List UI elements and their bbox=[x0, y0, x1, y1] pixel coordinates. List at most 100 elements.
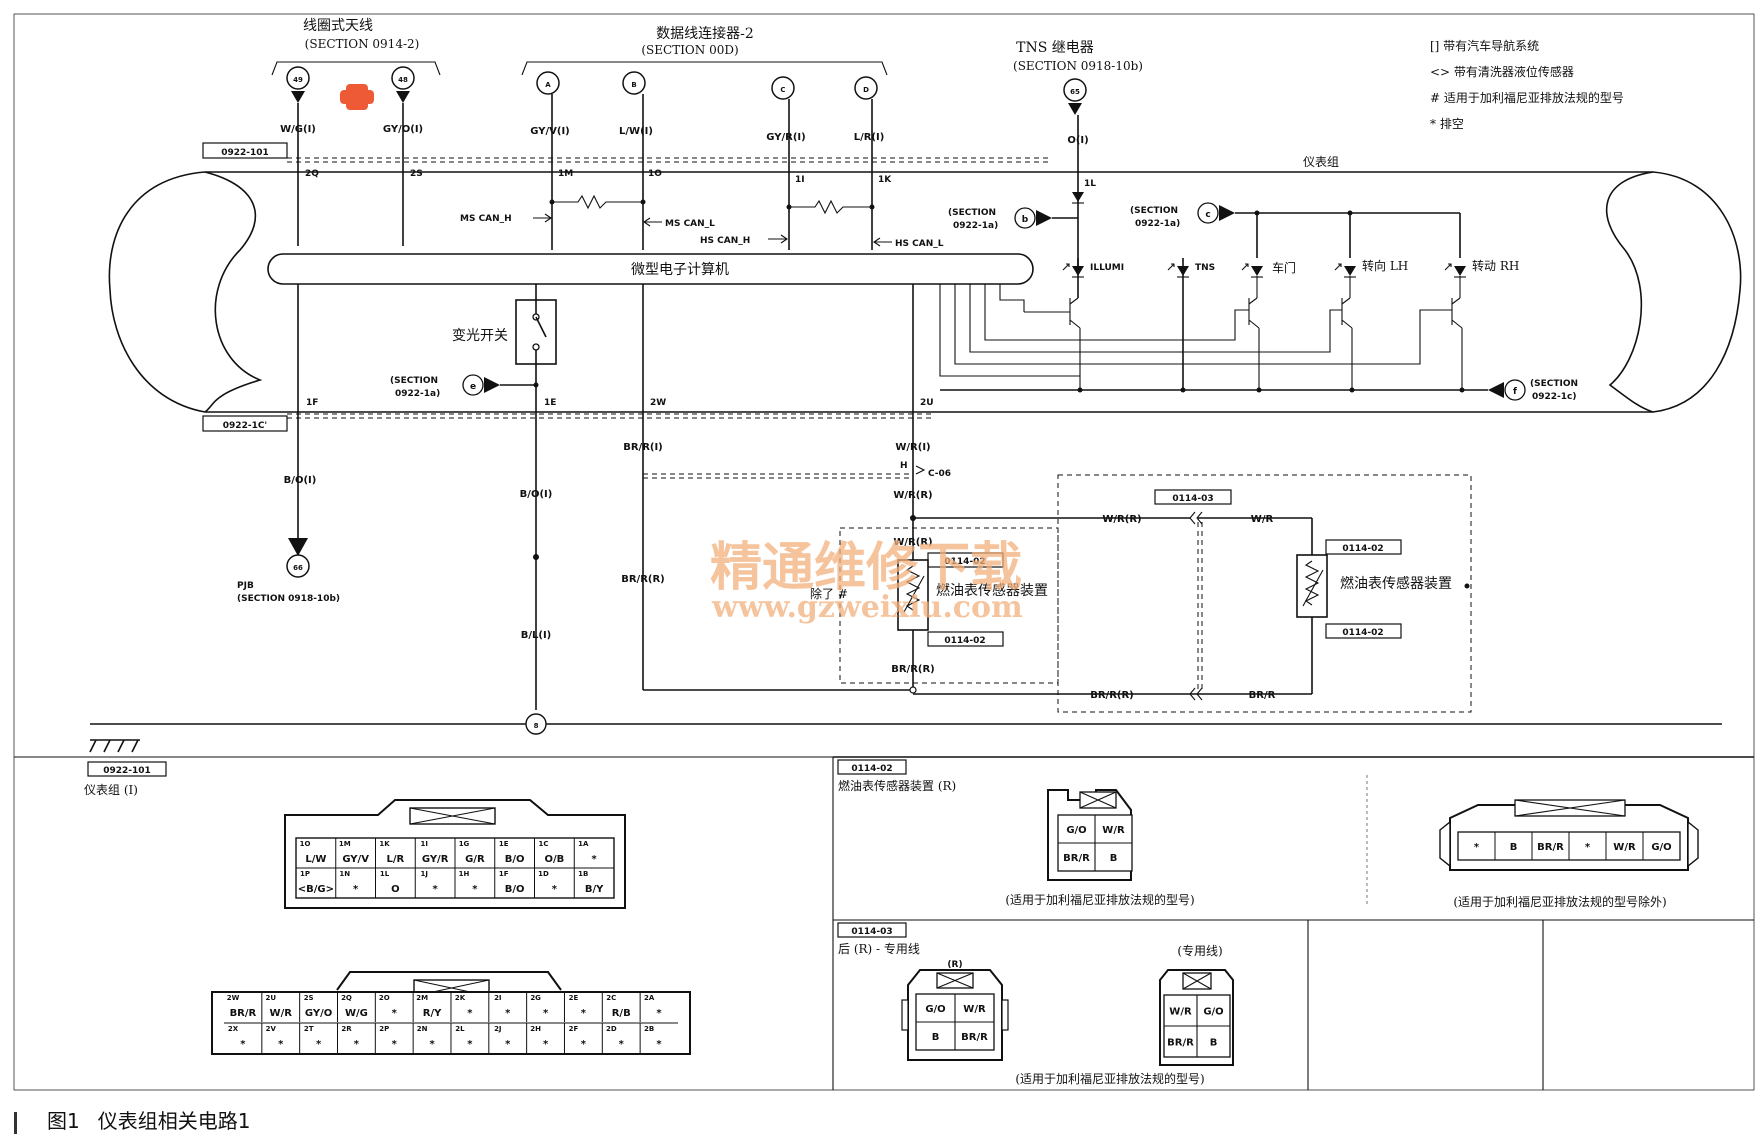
pin-signal: BR/R bbox=[1537, 842, 1564, 853]
pin-signal: G/O bbox=[1203, 1007, 1223, 1018]
pin-number: 2P bbox=[379, 1025, 389, 1033]
section-b-text1: (SECTION bbox=[948, 208, 996, 218]
pin-number: 2O bbox=[379, 994, 390, 1002]
caption-title: 仪表组相关电路1 bbox=[97, 1109, 251, 1133]
term-2u: 2U bbox=[920, 398, 934, 408]
section-f-circle bbox=[1504, 379, 1526, 401]
section-b-letter: b bbox=[1022, 215, 1029, 225]
term-2q: 2Q bbox=[305, 169, 319, 179]
dimmer-switch-label: 变光开关 bbox=[452, 328, 508, 344]
control-lines bbox=[939, 284, 1452, 377]
dlc-bracket bbox=[521, 61, 888, 76]
note-washer: <> 带有清洗器液位传感器 bbox=[1430, 64, 1574, 79]
pin-66 bbox=[286, 554, 310, 578]
pin-signal: * bbox=[1474, 842, 1480, 853]
pin-number: 1O bbox=[300, 840, 311, 848]
pin-number: 2W bbox=[227, 994, 240, 1002]
fuel-sender-right-label: 燃油表传感器装置 bbox=[1340, 575, 1452, 592]
dlc-section: (SECTION 00D) bbox=[641, 43, 738, 57]
dlc-pin-b: B bbox=[622, 71, 646, 95]
note-nav: [] 带有汽车导航系统 bbox=[1430, 38, 1539, 53]
watermark-cn: 精通维修下载 bbox=[710, 537, 1022, 598]
pin-number: 2C bbox=[606, 994, 616, 1002]
tns-section: (SECTION 0918-10b) bbox=[1013, 59, 1143, 73]
pin-number: 2H bbox=[530, 1025, 541, 1033]
pin-66-number: 66 bbox=[293, 564, 303, 572]
term-1e: 1E bbox=[544, 398, 556, 408]
pin-number: 2N bbox=[417, 1025, 428, 1033]
lamp-illumi-label: ILLUMI bbox=[1090, 263, 1124, 273]
pin-signal: GY/V bbox=[342, 854, 369, 865]
pin-signal: * bbox=[392, 1008, 398, 1019]
connector-0114-02-d: 0114-02 bbox=[1342, 628, 1383, 638]
pin-signal: GY/O bbox=[305, 1008, 332, 1019]
pin-number: 1A bbox=[578, 840, 589, 848]
pin-number: 2E bbox=[569, 994, 579, 1002]
term-1f: 1F bbox=[306, 398, 318, 408]
section-c-circle bbox=[1197, 202, 1219, 224]
pin-number: 2A bbox=[644, 994, 655, 1002]
section-e-circle bbox=[462, 374, 484, 396]
panel-rear-name: 后 (R) - 专用线 bbox=[838, 941, 920, 956]
connector-0114-02-ca-drawing bbox=[1047, 789, 1133, 881]
pjb-section: (SECTION 0918-10b) bbox=[237, 594, 340, 604]
pin-signal: * bbox=[278, 1039, 284, 1050]
section-f-text2: 0922-1c) bbox=[1532, 392, 1577, 402]
connector-0114-03-special-drawing bbox=[1159, 969, 1234, 1066]
pin-number: 2S bbox=[304, 994, 314, 1002]
pin-number: 1D bbox=[538, 870, 549, 878]
connector-0114-02-b: 0114-02 bbox=[944, 636, 985, 646]
lamp-turn-rh: 转动 RH bbox=[1444, 258, 1519, 278]
pin-signal: * bbox=[1585, 842, 1591, 853]
panel-fuel-code: 0114-02 bbox=[851, 764, 892, 774]
pin-signal: * bbox=[581, 1039, 587, 1050]
pin-number: 1E bbox=[499, 840, 509, 848]
dlc-title: 数据线连接器-2 bbox=[656, 25, 754, 42]
dlc-pin-c: C bbox=[771, 76, 795, 100]
section-c-text2: 0922-1a) bbox=[1135, 219, 1180, 229]
antenna-pin-a-number: 49 bbox=[293, 76, 303, 84]
wire-wr1: W/R(I) bbox=[895, 442, 930, 453]
label-c06: C-06 bbox=[928, 469, 951, 479]
label-ms-can-l: MS CAN_L bbox=[665, 219, 715, 229]
pin-number: 2V bbox=[266, 1025, 277, 1033]
wire-brr1: BR/R(I) bbox=[623, 442, 663, 453]
wire-lw: L/W(I) bbox=[619, 126, 653, 137]
pin-signal: * bbox=[656, 1039, 662, 1050]
pin-signal: B bbox=[1210, 1038, 1218, 1049]
pin-number: 1F bbox=[499, 870, 509, 878]
pin-signal: * bbox=[316, 1039, 322, 1050]
pin-number: 1J bbox=[421, 870, 428, 878]
pin-number: 2M bbox=[416, 994, 428, 1002]
pin-number: 2X bbox=[228, 1025, 239, 1033]
pin-signal: B/Y bbox=[585, 884, 604, 895]
microcomputer-label: 微型电子计算机 bbox=[631, 262, 729, 278]
dlc-pin-c-letter: C bbox=[780, 86, 785, 94]
section-e-text1: (SECTION bbox=[390, 376, 438, 386]
pin-signal: * bbox=[552, 884, 558, 895]
wire-brr2: BR/R(R) bbox=[621, 574, 665, 585]
connector-0114-03: 0114-03 bbox=[1172, 494, 1213, 504]
pin-signal: W/R bbox=[270, 1008, 293, 1019]
label-h: H bbox=[900, 461, 908, 471]
connector-0114-02-c: 0114-02 bbox=[1342, 544, 1383, 554]
ground-icon bbox=[89, 739, 140, 753]
pin-number: 1C bbox=[538, 840, 548, 848]
transistors bbox=[1024, 276, 1463, 390]
pin-signal: BR/R bbox=[1167, 1038, 1194, 1049]
pin-signal: L/W bbox=[305, 854, 326, 865]
wire-lr: L/R(I) bbox=[854, 132, 885, 143]
connector-label-0922-101: 0922-101 bbox=[221, 148, 269, 158]
antenna-title: 线圈式天线 bbox=[303, 18, 373, 34]
cluster-label: 仪表组 bbox=[1303, 155, 1339, 169]
pin-signal: G/O bbox=[925, 1004, 945, 1015]
pin-signal: W/G bbox=[345, 1008, 368, 1019]
label-hs-can-l: HS CAN_L bbox=[895, 239, 944, 249]
pin-signal: G/O bbox=[1066, 825, 1086, 836]
watermark-url: www.gzweixiu.com bbox=[711, 590, 1023, 625]
pin-signal: * bbox=[353, 884, 359, 895]
